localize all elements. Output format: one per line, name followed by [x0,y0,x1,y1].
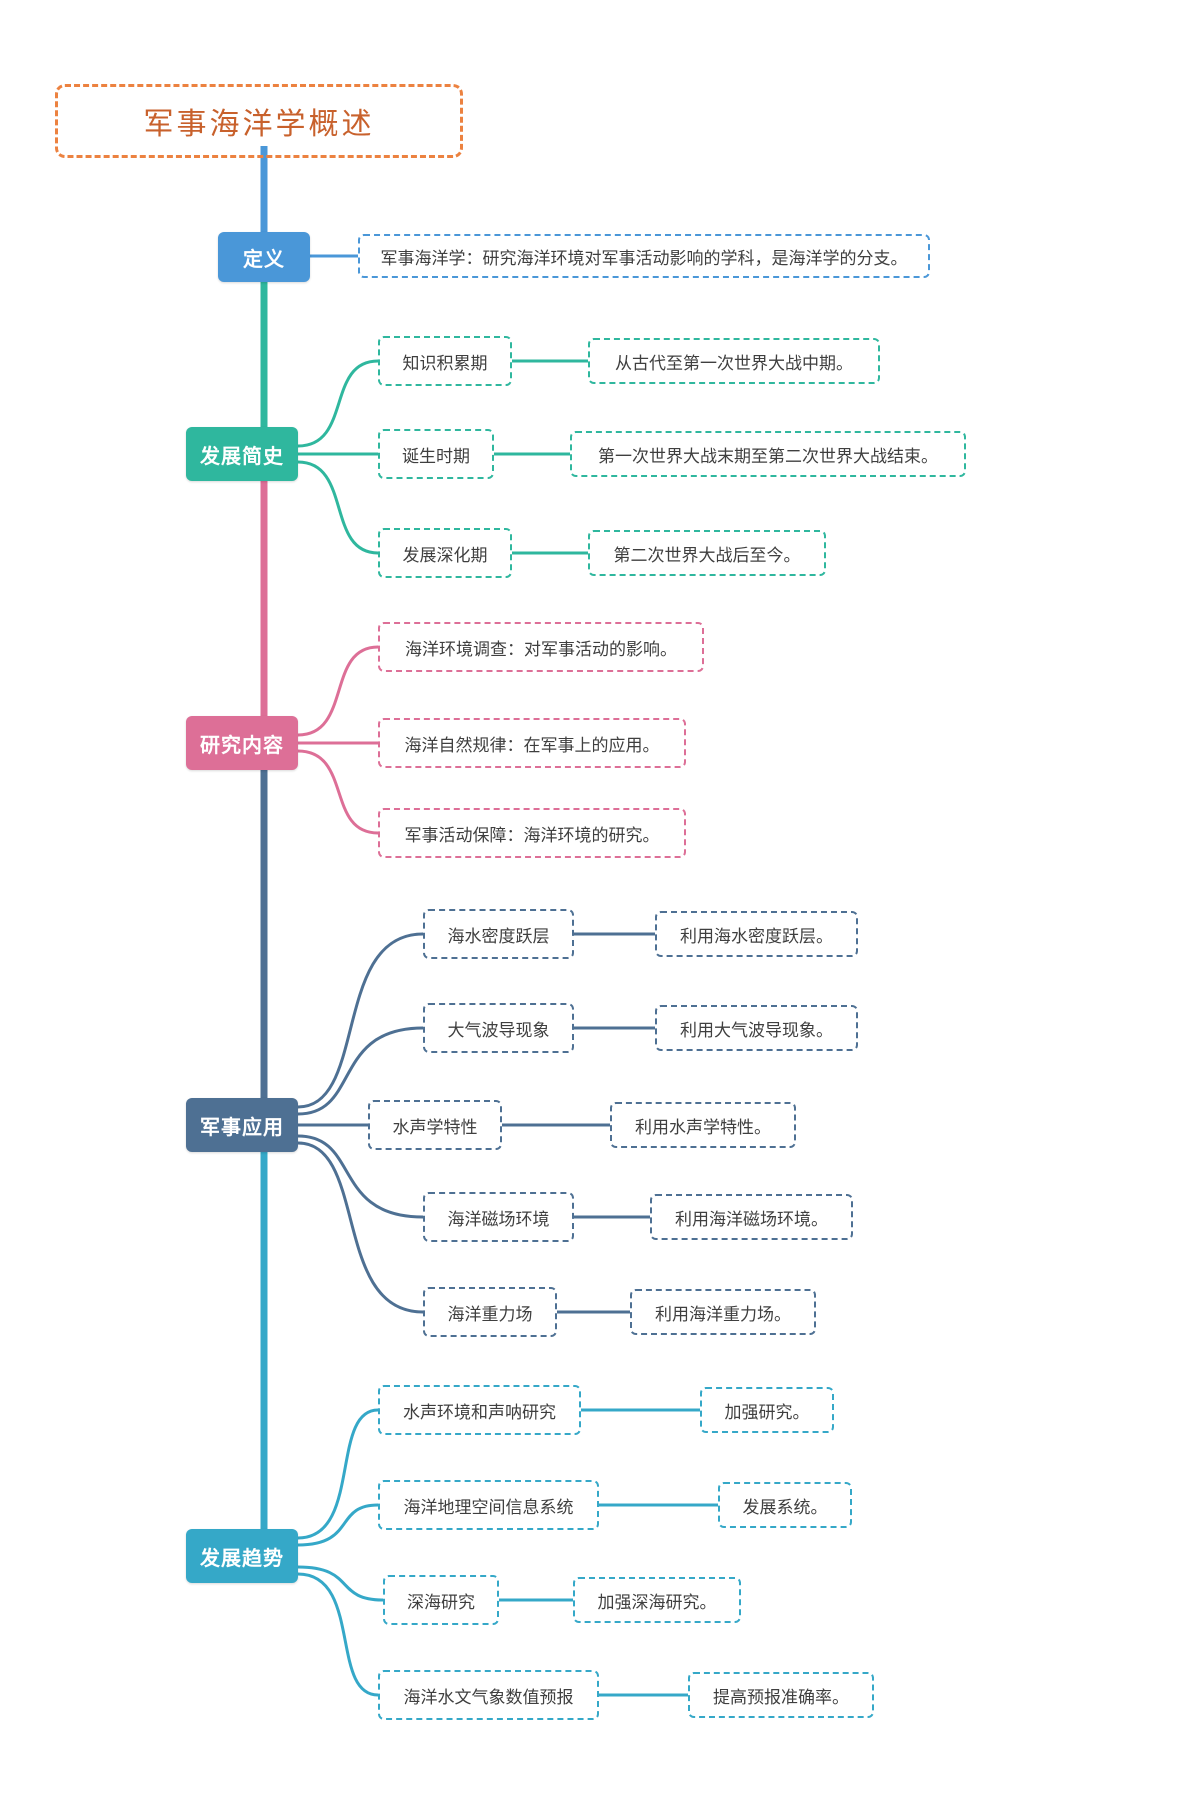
detail-node[interactable]: 第一次世界大战末期至第二次世界大战结束。 [570,431,966,477]
subtopic-node[interactable]: 海洋自然规律：在军事上的应用。 [378,718,686,768]
connectors-application [297,932,655,1314]
subtopic-node[interactable]: 深海研究 [383,1575,499,1625]
subtopic-node[interactable]: 水声学特性 [368,1100,502,1150]
connector [297,359,379,448]
detail-node[interactable]: 提高预报准确率。 [688,1672,874,1718]
branch-application[interactable]: 军事应用 [186,1098,298,1152]
connector [297,645,379,737]
branch-history[interactable]: 发展简史 [186,427,298,481]
branch-definition[interactable]: 定义 [218,232,310,282]
connector [297,1572,379,1697]
root-topic[interactable]: 军事海洋学概述 [55,84,463,158]
subtopic-node[interactable]: 诞生时期 [378,429,494,479]
connectors-history [297,359,588,555]
connector [297,749,379,835]
detail-node[interactable]: 从古代至第一次世界大战中期。 [588,338,880,384]
connector [297,932,424,1109]
branch-trend[interactable]: 发展趋势 [186,1529,298,1583]
detail-node[interactable]: 利用海洋磁场环境。 [650,1194,853,1240]
connector [297,1408,379,1540]
subtopic-node[interactable]: 海洋水文气象数值预报 [378,1670,599,1720]
connector [297,1134,424,1219]
subtopic-node[interactable]: 海洋重力场 [423,1287,557,1337]
branch-research[interactable]: 研究内容 [186,716,298,770]
connector [297,1565,384,1602]
subtopic-node[interactable]: 军事活动保障：海洋环境的研究。 [378,808,686,858]
subtopic-node[interactable]: 水声环境和声呐研究 [378,1385,581,1435]
connectors-trend [297,1408,718,1697]
connector [297,1026,424,1116]
detail-node[interactable]: 加强深海研究。 [573,1577,741,1623]
detail-node[interactable]: 第二次世界大战后至今。 [588,530,826,576]
subtopic-node[interactable]: 发展深化期 [378,528,512,578]
detail-node[interactable]: 利用水声学特性。 [610,1102,796,1148]
detail-node[interactable]: 利用大气波导现象。 [655,1005,858,1051]
connector [297,1503,379,1547]
subtopic-node[interactable]: 海洋磁场环境 [423,1192,574,1242]
subtopic-node[interactable]: 海洋地理空间信息系统 [378,1480,599,1530]
connector [297,460,379,555]
detail-node[interactable]: 利用海水密度跃层。 [655,911,858,957]
subtopic-node[interactable]: 大气波导现象 [423,1003,574,1053]
subtopic-node[interactable]: 海洋环境调查：对军事活动的影响。 [378,622,704,672]
subtopic-node[interactable]: 知识积累期 [378,336,512,386]
detail-node[interactable]: 利用海洋重力场。 [630,1289,816,1335]
connector [297,1141,424,1314]
connectors-research [297,645,379,835]
subtopic-node[interactable]: 海水密度跃层 [423,909,574,959]
subtopic-node[interactable]: 军事海洋学：研究海洋环境对军事活动影响的学科，是海洋学的分支。 [358,234,930,278]
detail-node[interactable]: 发展系统。 [718,1482,852,1528]
detail-node[interactable]: 加强研究。 [700,1387,834,1433]
